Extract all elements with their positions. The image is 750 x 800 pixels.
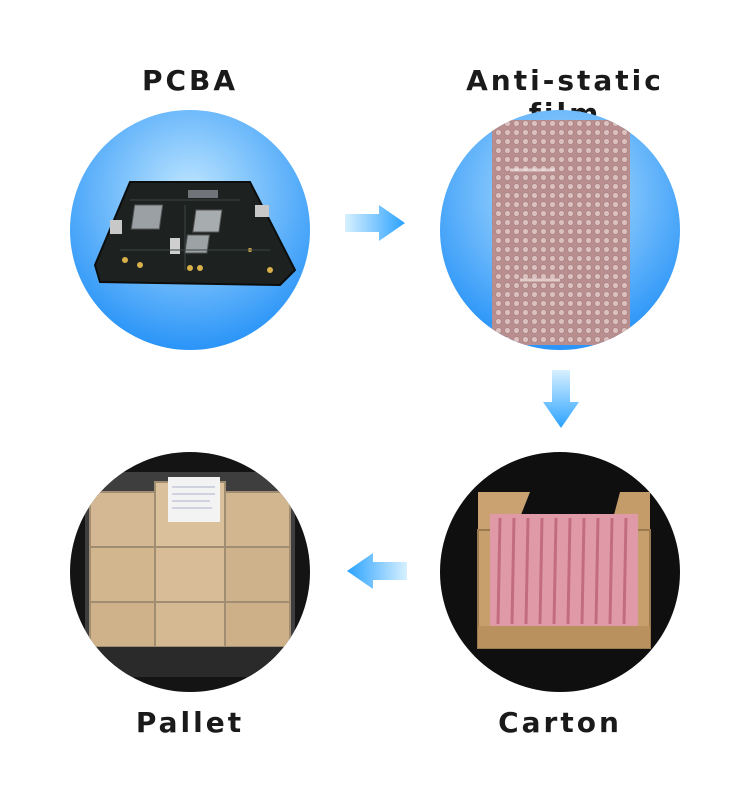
pcba-image <box>70 110 310 350</box>
carton-image <box>440 452 680 692</box>
down-arrow-icon <box>543 370 579 428</box>
pallet-illustration <box>70 452 310 692</box>
step-label-pallet: Pallet <box>135 706 245 739</box>
left-arrow-icon <box>347 553 407 589</box>
pcba-illustration <box>70 110 310 350</box>
anti-static-film-illustration <box>440 110 680 350</box>
step-label-pcba: PCBA <box>141 64 239 97</box>
anti-static-film-image <box>440 110 680 350</box>
right-arrow-icon <box>345 205 405 241</box>
step-label-carton: Carton <box>498 706 622 739</box>
carton-illustration <box>440 452 680 692</box>
pallet-image <box>70 452 310 692</box>
